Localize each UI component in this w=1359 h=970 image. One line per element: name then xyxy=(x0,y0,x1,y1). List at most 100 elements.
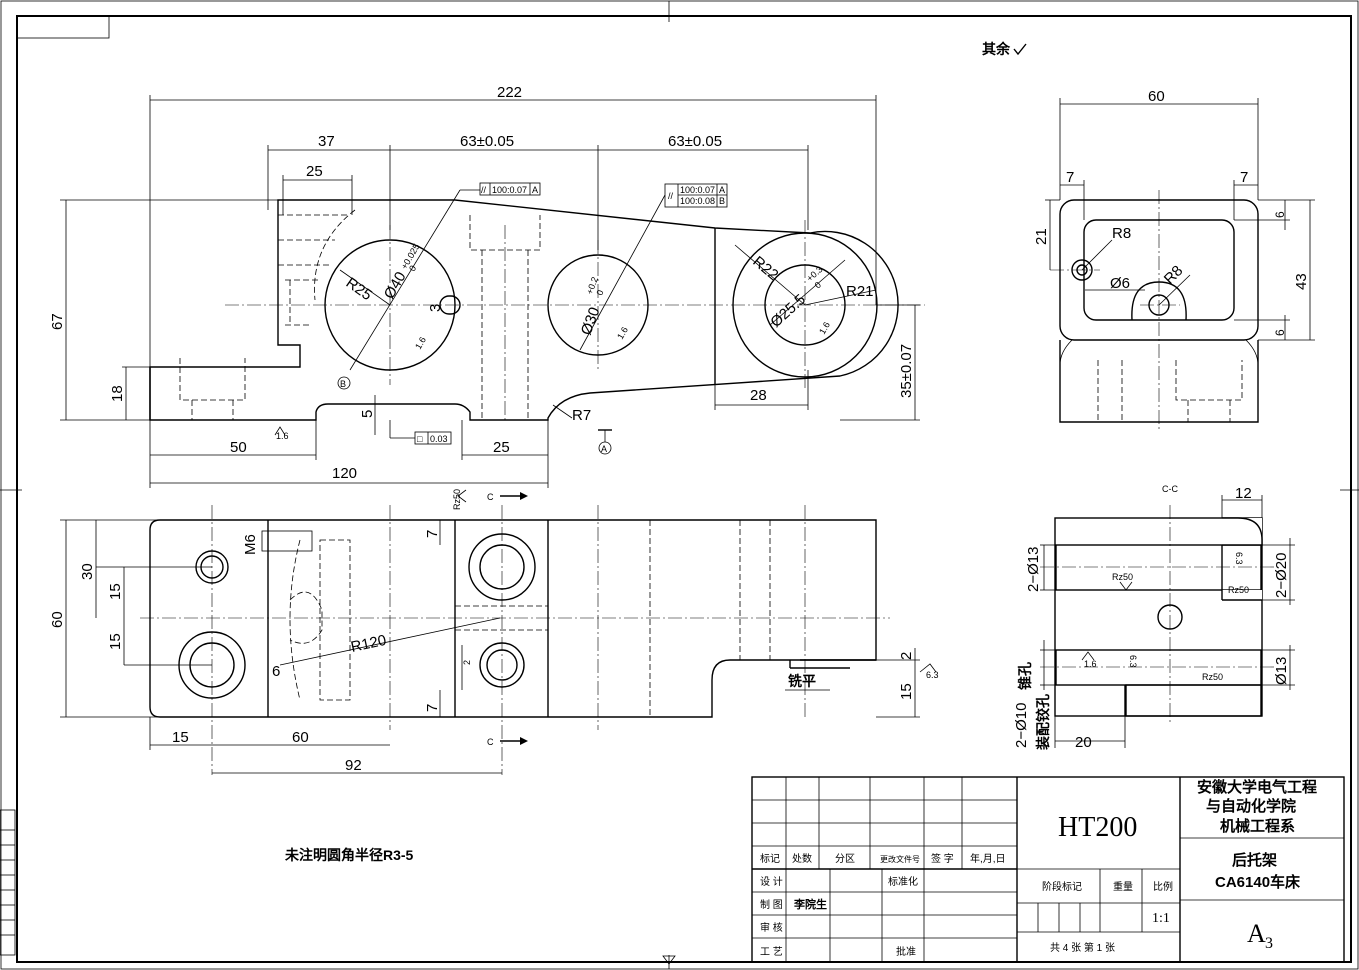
svg-text:A: A xyxy=(719,185,725,195)
top-dimensions: 60 30 15 15 M6 7 7 R120 6 2 15 60 92 xyxy=(49,519,939,774)
svg-text:12: 12 xyxy=(1235,485,1252,502)
svg-text:37: 37 xyxy=(318,133,335,150)
svg-text:R120: R120 xyxy=(349,632,388,656)
svg-text:共 4 张 第 1 张: 共 4 张 第 1 张 xyxy=(1050,941,1115,954)
svg-text:6.3: 6.3 xyxy=(926,670,939,680)
svg-text://: // xyxy=(481,185,487,195)
svg-text:60: 60 xyxy=(1148,88,1165,105)
svg-text:1.6: 1.6 xyxy=(615,325,630,341)
svg-text:李院生: 李院生 xyxy=(793,897,827,911)
svg-text:0: 0 xyxy=(407,264,418,273)
svg-text:Ø40: Ø40 xyxy=(381,269,410,302)
svg-text:制 图: 制 图 xyxy=(760,898,783,911)
svg-text:Ø30: Ø30 xyxy=(578,305,604,337)
svg-text:Ø13: Ø13 xyxy=(1273,657,1290,685)
svg-text:重量: 重量 xyxy=(1113,880,1133,893)
svg-text:6.3: 6.3 xyxy=(1234,552,1244,565)
svg-text:C-C: C-C xyxy=(1162,484,1178,494)
svg-text:25: 25 xyxy=(306,163,323,180)
svg-text:15: 15 xyxy=(107,583,124,600)
svg-text:Rz50: Rz50 xyxy=(1112,572,1133,582)
svg-text:比例: 比例 xyxy=(1153,880,1173,893)
svg-text:A: A xyxy=(532,185,538,195)
svg-text:B: B xyxy=(340,379,346,389)
svg-text:21: 21 xyxy=(1033,228,1050,245)
svg-text:工 艺: 工 艺 xyxy=(760,946,783,958)
svg-text:100:0.07: 100:0.07 xyxy=(492,185,527,195)
svg-text:R25: R25 xyxy=(343,274,375,304)
svg-text:1.6: 1.6 xyxy=(817,320,832,336)
side-dimensions: 60 7 7 21 43 6 6 R8 R8 Ø6 xyxy=(1033,88,1315,341)
svg-text:2−Ø10: 2−Ø10 xyxy=(1013,703,1030,748)
svg-text:与自动化学院: 与自动化学院 xyxy=(1206,797,1296,815)
top-view: 60 30 15 15 M6 7 7 R120 6 2 15 60 92 xyxy=(49,505,939,775)
svg-text:2: 2 xyxy=(462,660,472,665)
svg-text:1.6: 1.6 xyxy=(276,431,289,441)
svg-text:Rz50: Rz50 xyxy=(452,489,462,510)
section-view: C-C 12 2−Ø13 2−Ø20 xyxy=(1013,484,1295,751)
svg-text:7: 7 xyxy=(424,704,441,712)
svg-text:C: C xyxy=(487,492,494,502)
svg-text:5: 5 xyxy=(359,410,376,418)
svg-text:6.3: 6.3 xyxy=(1128,655,1138,668)
svg-text:阶段标记: 阶段标记 xyxy=(1042,880,1082,893)
svg-text:18: 18 xyxy=(109,385,126,402)
svg-text:3: 3 xyxy=(427,304,444,312)
svg-text:63±0.05: 63±0.05 xyxy=(668,133,722,150)
front-dimensions: 222 37 63±0.05 63±0.05 25 67 18 50 xyxy=(49,84,920,510)
front-view: 222 37 63±0.05 63±0.05 25 67 18 50 xyxy=(49,84,925,510)
svg-text:120: 120 xyxy=(332,465,357,482)
svg-text:后托架: 后托架 xyxy=(1232,851,1277,869)
grind-flat-note: 铣平 xyxy=(788,673,816,689)
svg-text:1.6: 1.6 xyxy=(413,335,428,351)
svg-text:7: 7 xyxy=(424,530,441,538)
svg-text:处数: 处数 xyxy=(792,852,812,865)
svg-text:6: 6 xyxy=(1273,329,1287,336)
svg-text:C: C xyxy=(487,737,494,747)
svg-text:1.6: 1.6 xyxy=(1084,659,1097,669)
left-strip xyxy=(0,809,16,956)
svg-text:R8: R8 xyxy=(1161,262,1187,288)
svg-text:标记: 标记 xyxy=(760,853,780,865)
svg-text:100:0.07: 100:0.07 xyxy=(680,185,715,195)
svg-text:15: 15 xyxy=(172,729,189,746)
svg-text:标准化: 标准化 xyxy=(888,875,918,888)
svg-text:批准: 批准 xyxy=(896,945,916,958)
svg-text:43: 43 xyxy=(1293,273,1310,290)
svg-text:装配铰孔: 装配铰孔 xyxy=(1035,694,1051,751)
svg-text:0: 0 xyxy=(813,280,823,291)
svg-text:机械工程系: 机械工程系 xyxy=(1220,817,1295,835)
svg-text:1:1: 1:1 xyxy=(1152,911,1170,926)
svg-text:R8: R8 xyxy=(1112,225,1131,242)
svg-text:50: 50 xyxy=(230,439,247,456)
svg-text:6: 6 xyxy=(1273,211,1287,218)
svg-text:100:0.08: 100:0.08 xyxy=(680,196,715,206)
svg-text:签 字: 签 字 xyxy=(931,852,954,865)
svg-text:60: 60 xyxy=(292,729,309,746)
svg-text:0.03: 0.03 xyxy=(430,434,448,444)
svg-text:安徽大学电气工程: 安徽大学电气工程 xyxy=(1197,778,1317,796)
svg-text:15: 15 xyxy=(107,633,124,650)
svg-text:25: 25 xyxy=(493,439,510,456)
section-markers: C C xyxy=(487,492,528,747)
svg-text:A: A xyxy=(1247,919,1266,948)
svg-text:分区: 分区 xyxy=(835,853,855,865)
rest-surface-note: 其余 xyxy=(982,41,1011,57)
svg-text:R21: R21 xyxy=(846,283,874,300)
svg-text:3: 3 xyxy=(1265,935,1273,952)
section-dimensions: 12 2−Ø13 2−Ø20 2−Ø10 锥孔 装配铰孔 Ø13 20 Rz50 xyxy=(1013,485,1295,751)
svg-text:7: 7 xyxy=(1066,169,1074,186)
svg-text:Rz50: Rz50 xyxy=(1202,672,1223,682)
svg-text:222: 222 xyxy=(497,84,522,101)
fillet-note: 未注明圆角半径R3-5 xyxy=(285,847,414,863)
svg-text:A: A xyxy=(601,444,607,454)
svg-text:M6: M6 xyxy=(242,534,259,555)
svg-text:设 计: 设 计 xyxy=(760,875,783,888)
svg-text:2−Ø20: 2−Ø20 xyxy=(1273,553,1290,598)
svg-text:年,月,日: 年,月,日 xyxy=(970,852,1006,865)
svg-text:□: □ xyxy=(417,434,423,444)
svg-text:2: 2 xyxy=(898,652,915,660)
roughness-check-icon xyxy=(1013,43,1027,56)
